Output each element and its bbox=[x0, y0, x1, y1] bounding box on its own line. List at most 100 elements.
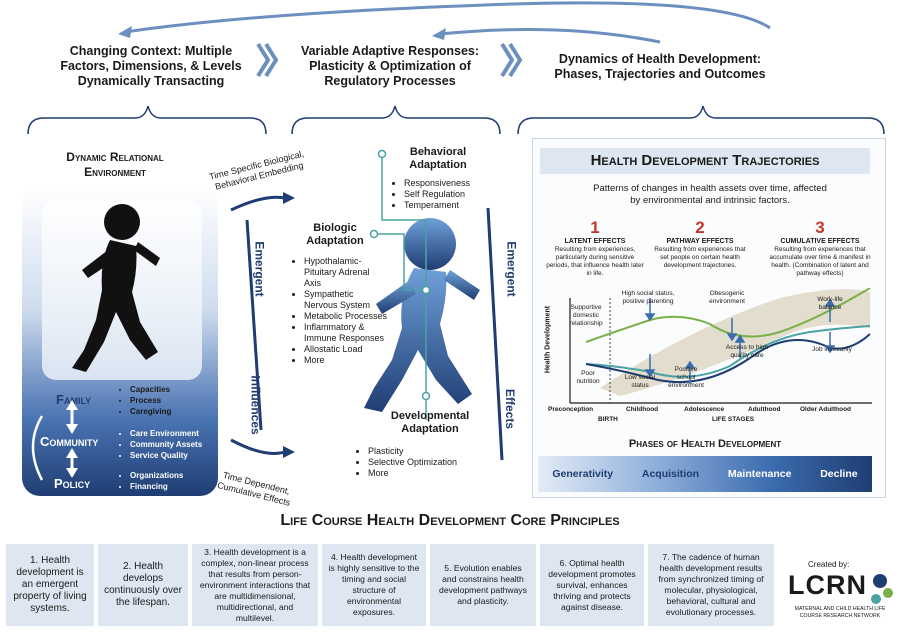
phases-bar: Generativity Acquisition Maintenance Dec… bbox=[538, 456, 872, 492]
child-silhouette-blue-icon bbox=[364, 218, 480, 412]
effect-number: 2 bbox=[695, 218, 705, 237]
effects-label: Effects bbox=[503, 388, 518, 430]
annotation: Poor nutrition bbox=[576, 370, 600, 385]
annotation: Work-life balance bbox=[817, 296, 843, 311]
behavioral-item: Self Regulation bbox=[404, 189, 470, 200]
developmental-item: Plasticity bbox=[368, 446, 457, 457]
behavioral-title: Behavioral Adaptation bbox=[409, 146, 467, 171]
x-tick: Older Adulthood bbox=[800, 406, 852, 413]
biologic-item: Hypothalamic-Pituitary Adrenal Axis bbox=[304, 256, 388, 289]
policy-label: Policy bbox=[54, 476, 91, 491]
top-arrows bbox=[27, 1, 885, 135]
lcrn-dots-icon bbox=[871, 574, 893, 604]
phases-title: Phases of Health Development bbox=[628, 438, 782, 450]
effect-desc: Resulting from experiences that set peop… bbox=[654, 246, 746, 269]
environment-title: Dynamic Relational Environment bbox=[66, 150, 164, 179]
x-tick: Childhood bbox=[626, 406, 659, 413]
policy-item: Financing bbox=[130, 481, 183, 492]
x-tick: Adulthood bbox=[748, 406, 781, 413]
developmental-items: Plasticity Selective Optimization More bbox=[356, 446, 457, 479]
principle-6: 6. Optimal health development promotes s… bbox=[540, 544, 644, 626]
principle-5: 5. Evolution enables and constrains heal… bbox=[430, 544, 536, 626]
principle-1: 1. Health development is an emergent pro… bbox=[6, 544, 94, 626]
developmental-title: Developmental Adaptation bbox=[390, 410, 470, 435]
behavioral-item: Temperament bbox=[404, 200, 470, 211]
family-label: Family bbox=[56, 392, 92, 407]
chart-ylabel: Health Development bbox=[544, 305, 552, 374]
annotation: Positive school environment bbox=[668, 366, 704, 389]
phase-item: Acquisition bbox=[641, 468, 700, 480]
biologic-item: Sympathetic Nervous System bbox=[304, 289, 388, 311]
behavioral-items: Responsiveness Self Regulation Temperame… bbox=[392, 178, 470, 211]
adaptation-connectors bbox=[369, 149, 431, 420]
flow-curve-arrows bbox=[230, 192, 295, 458]
phase-item: Generativity bbox=[552, 468, 614, 480]
col1-title: Changing Context: Multiple Factors, Dime… bbox=[60, 44, 242, 88]
biologic-title: Biologic Adaptation bbox=[306, 222, 364, 247]
x-tick: Adolescence bbox=[684, 406, 725, 413]
policy-items: Organizations Financing bbox=[118, 470, 183, 492]
effect-title: CUMULATIVE EFFECTS bbox=[780, 238, 860, 245]
lcrn-subtitle: MATERNAL AND CHILD HEALTH LIFE COURSE RE… bbox=[794, 606, 886, 619]
family-item: Process bbox=[130, 395, 171, 406]
level-arrows-icon bbox=[31, 400, 78, 481]
effect-title: PATHWAY EFFECTS bbox=[666, 238, 734, 245]
lcrn-logo: LCRN bbox=[788, 570, 867, 600]
x-tick: Preconception bbox=[548, 406, 594, 413]
chart-xlabel: LIFE STAGES bbox=[712, 416, 755, 423]
phase-item: Decline bbox=[820, 468, 858, 480]
biologic-item: Inflammatory & Immune Responses bbox=[304, 322, 388, 344]
biologic-item: Allostatic Load bbox=[304, 344, 388, 355]
family-item: Capacities bbox=[130, 384, 171, 395]
family-items: Capacities Process Caregiving bbox=[118, 384, 171, 417]
series-blue bbox=[585, 333, 871, 384]
behavioral-item: Responsiveness bbox=[404, 178, 470, 189]
effect-title: LATENT EFFECTS bbox=[564, 238, 626, 245]
annotation: High social status, positive parenting bbox=[621, 290, 675, 305]
annotation: Access to high quality care bbox=[725, 344, 769, 359]
created-by-label: Created by: bbox=[808, 560, 850, 569]
trajectories-subtitle: Patterns of changes in health assets ove… bbox=[593, 183, 827, 206]
community-item: Service Quality bbox=[130, 450, 202, 461]
community-item: Care Environment bbox=[130, 428, 202, 439]
effect-2: 2 PATHWAY EFFECTS Resulting from experie… bbox=[650, 219, 750, 270]
col2-title: Variable Adaptive Responses: Plasticity … bbox=[300, 44, 480, 88]
biologic-item: More bbox=[304, 355, 388, 366]
effect-desc: Resulting from experiences, particularly… bbox=[546, 246, 644, 277]
emergent-effects-bar bbox=[486, 207, 504, 461]
community-item: Community Assets bbox=[130, 439, 202, 450]
principle-2: 2. Health develops continuously over the… bbox=[98, 544, 188, 626]
birth-label: BIRTH bbox=[598, 416, 618, 423]
emergent-label-left: Emergent bbox=[252, 241, 267, 297]
series-teal bbox=[585, 325, 871, 378]
series-green bbox=[585, 288, 871, 343]
time-dependent-label: Time Dependent, Cumulative Effects bbox=[216, 470, 292, 508]
biologic-item: Metabolic Processes bbox=[304, 311, 388, 322]
influences-label: Influences bbox=[248, 375, 263, 435]
effect-number: 3 bbox=[815, 218, 825, 237]
policy-item: Organizations bbox=[130, 470, 183, 481]
annotation: Job insecurity bbox=[812, 346, 852, 353]
community-label: Community bbox=[40, 434, 99, 449]
phase-item: Maintenance bbox=[727, 468, 792, 480]
emergent-label-right: Emergent bbox=[504, 241, 519, 297]
effect-3: 3 CUMULATIVE EFFECTS Resulting from expe… bbox=[762, 219, 878, 278]
principle-3: 3. Health development is a complex, non-… bbox=[192, 544, 318, 626]
family-item: Caregiving bbox=[130, 406, 171, 417]
effect-number: 1 bbox=[590, 218, 600, 237]
child-silhouette-dark-icon bbox=[72, 204, 160, 372]
trajectories-title: Health Development Trajectories bbox=[540, 148, 870, 174]
effect-1: 1 LATENT EFFECTS Resulting from experien… bbox=[545, 219, 645, 278]
annotation: Obesogenic environment bbox=[709, 290, 745, 305]
principle-7: 7. The cadence of human health developme… bbox=[648, 544, 774, 626]
developmental-item: Selective Optimization bbox=[368, 457, 457, 468]
biologic-items: Hypothalamic-Pituitary Adrenal Axis Symp… bbox=[292, 256, 388, 366]
community-items: Care Environment Community Assets Servic… bbox=[118, 428, 202, 461]
principles-title: Life Course Health Development Core Prin… bbox=[280, 512, 620, 529]
annotation: Supportive domestic relationship bbox=[569, 304, 603, 327]
effect-desc: Resulting from experiences that accumula… bbox=[769, 246, 871, 277]
col3-title: Dynamics of Health Development: Phases, … bbox=[554, 52, 766, 81]
trajectory-chart bbox=[569, 288, 872, 404]
developmental-item: More bbox=[368, 468, 457, 479]
principle-4: 4. Health development is highly sensitiv… bbox=[322, 544, 426, 626]
